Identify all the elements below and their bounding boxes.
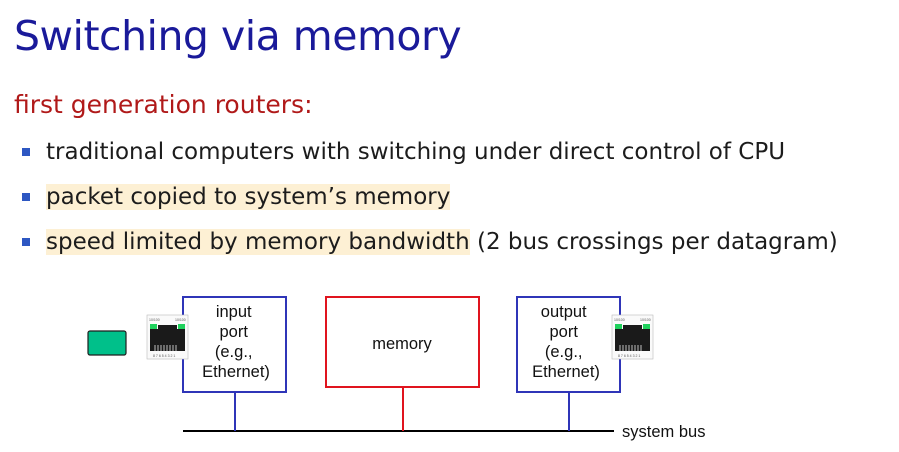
ethernet-jack-icon: 10/100 10/100 8 7 6 5 4 3 2 1 <box>611 314 654 360</box>
output-port-box <box>516 296 621 393</box>
memory-box <box>325 296 480 388</box>
bullet-item: traditional computers with switching und… <box>20 130 838 175</box>
bullet-marker-icon <box>22 238 30 246</box>
bullet-item: packet copied to system’s memory <box>20 175 838 220</box>
system-bus-label: system bus <box>622 423 705 441</box>
svg-text:8 7 6 5 4 3 2 1: 8 7 6 5 4 3 2 1 <box>153 354 175 358</box>
bullet-marker-icon <box>22 193 30 201</box>
bullet-marker-icon <box>22 148 30 156</box>
output-port-label: output port (e.g., Ethernet) <box>532 303 600 381</box>
memory-label: memory <box>372 335 432 353</box>
ethernet-jack-icon: 10/100 10/100 8 7 6 5 4 3 2 1 <box>146 314 189 360</box>
svg-text:8 7 6 5 4 3 2 1: 8 7 6 5 4 3 2 1 <box>618 354 640 358</box>
svg-text:10/100: 10/100 <box>175 318 186 322</box>
bullet-text: traditional computers with switching und… <box>46 139 786 165</box>
bullet-list: traditional computers with switching und… <box>20 130 838 265</box>
packet-icon <box>87 330 127 356</box>
bullet-text: (2 bus crossings per datagram) <box>469 229 838 255</box>
svg-text:10/100: 10/100 <box>640 318 651 322</box>
svg-text:10/100: 10/100 <box>149 318 160 322</box>
slide-title: Switching via memory <box>14 12 462 60</box>
svg-text:10/100: 10/100 <box>614 318 625 322</box>
bullet-item: speed limited by memory bandwidth (2 bus… <box>20 220 838 265</box>
slide-subtitle: first generation routers: <box>14 90 313 119</box>
bullet-highlight: packet copied to system’s memory <box>46 184 451 210</box>
input-port-label: input port (e.g., Ethernet) <box>202 303 270 381</box>
input-port-box <box>182 296 287 393</box>
bullet-highlight: speed limited by memory bandwidth <box>46 229 470 255</box>
